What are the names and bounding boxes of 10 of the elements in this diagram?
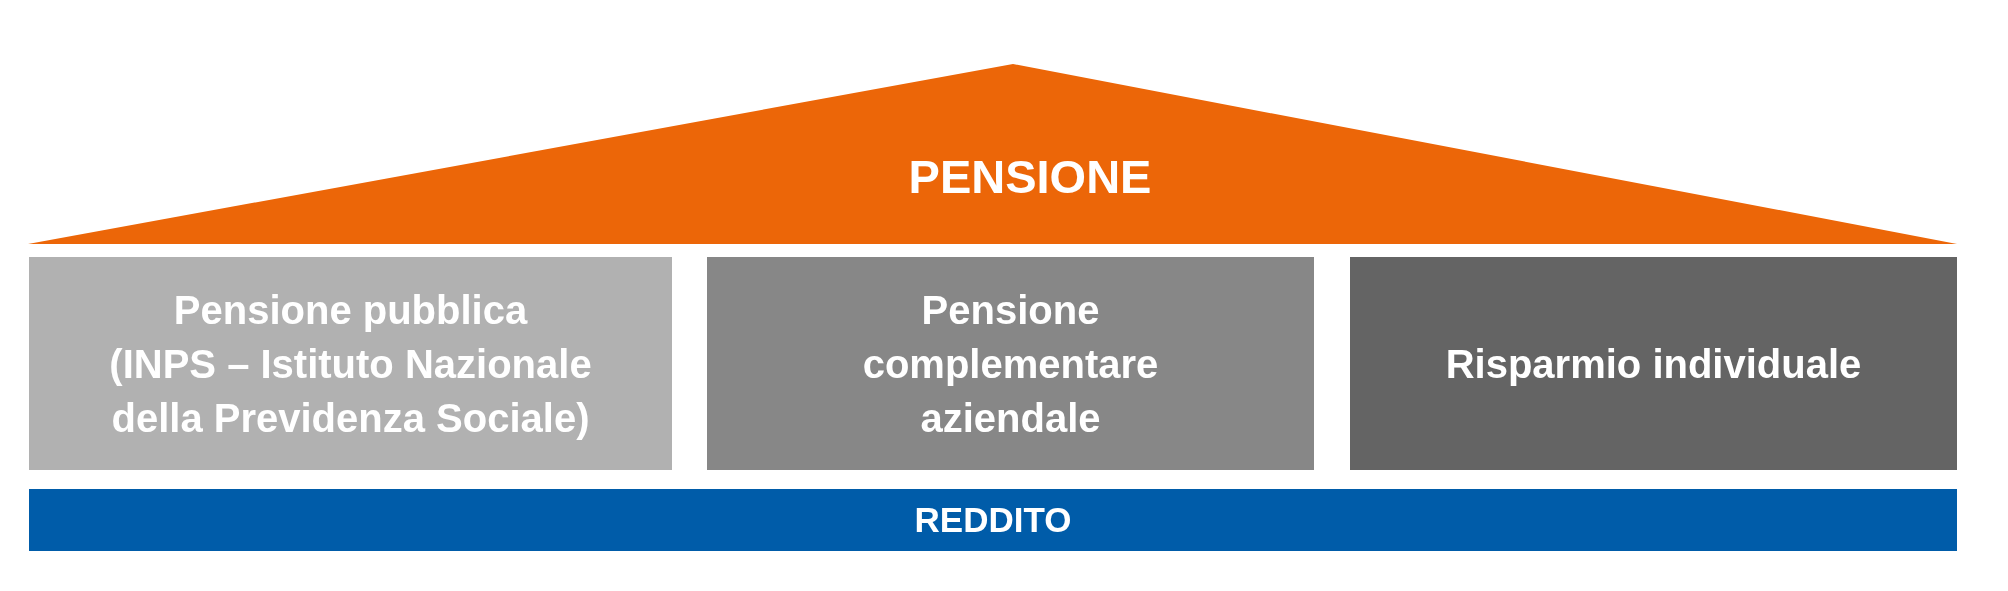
- pillar-box: [707, 257, 1314, 470]
- base-label: REDDITO: [914, 499, 1072, 541]
- pillar-box: [1350, 257, 1957, 470]
- pillar-label: Risparmio individuale: [1445, 340, 1862, 388]
- pillar-label: (INPS – Istituto Nazionale della Previdenza Sociale): [108, 340, 593, 442]
- base-bar: [29, 489, 1957, 551]
- roof-label: PENSIONE: [908, 150, 1152, 204]
- pillar-label: Pensione complementare aziendale: [861, 286, 1160, 442]
- pillar-label: Pensione pubblica: [173, 286, 528, 334]
- pillar-box: [29, 257, 672, 470]
